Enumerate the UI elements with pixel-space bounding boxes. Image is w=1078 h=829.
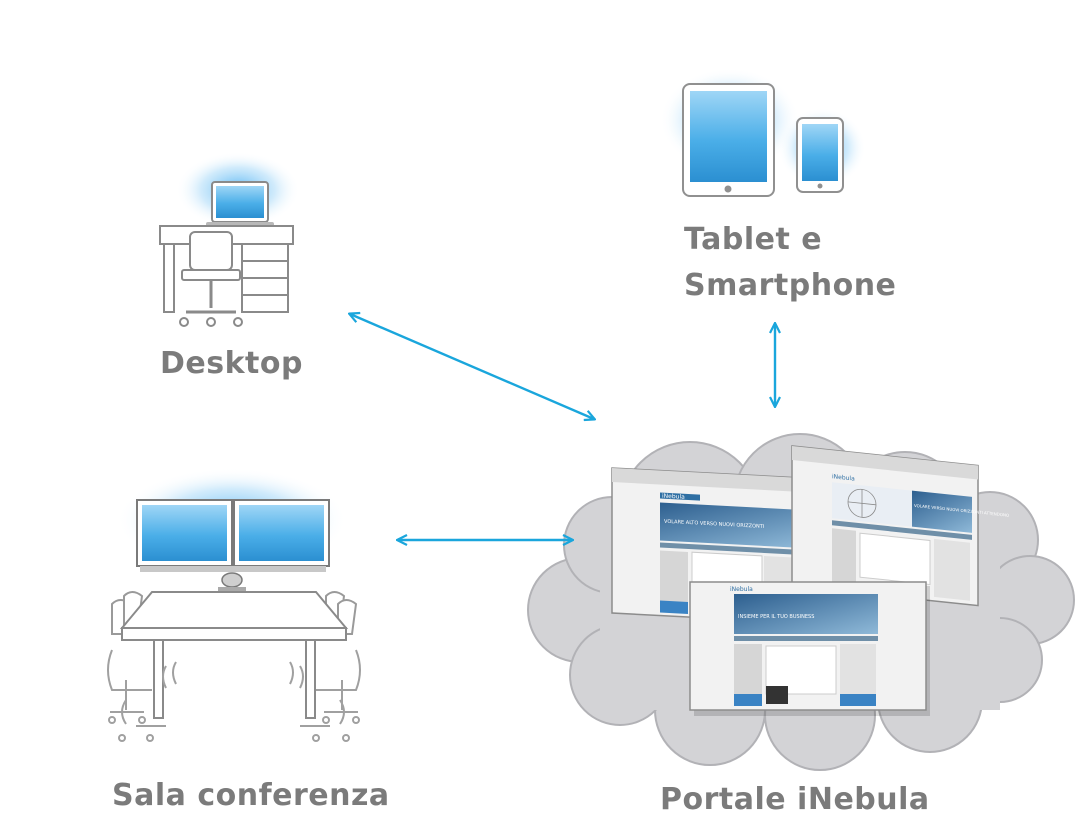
- cloud-portal-illustration: iNebula VOLARE ALTO VERSO NUOVI ORIZZONT…: [527, 433, 1075, 771]
- portal-right-logo: iNebula: [832, 473, 855, 482]
- desktop-workstation-icon: [159, 152, 300, 327]
- tablet-label-line1: Tablet e: [684, 222, 823, 257]
- desktop-label: Desktop: [160, 346, 303, 381]
- arrow-desktop-portal: [350, 314, 594, 419]
- tablet-smartphone-label: Tablet e Smartphone: [684, 217, 896, 309]
- tablet-label-line2: Smartphone: [684, 268, 897, 303]
- tablet-smartphone-icon: [660, 68, 866, 197]
- portal-front-banner: INSIEME PER IL TUO BUSINESS: [738, 614, 814, 620]
- conference-room-label: Sala conferenza: [112, 778, 390, 813]
- portal-label: Portale iNebula: [660, 782, 930, 817]
- portal-left-banner: VOLARE ALTO VERSO NUOVI ORIZZONTI: [664, 519, 764, 530]
- portal-left-logo: iNebula: [662, 493, 685, 501]
- conference-room-icon: [107, 468, 361, 742]
- portal-front-logo: iNebula: [730, 586, 753, 593]
- connection-arrows: [350, 314, 775, 540]
- portal-screenshot-front: iNebula INSIEME PER IL TUO BUSINESS: [689, 581, 930, 716]
